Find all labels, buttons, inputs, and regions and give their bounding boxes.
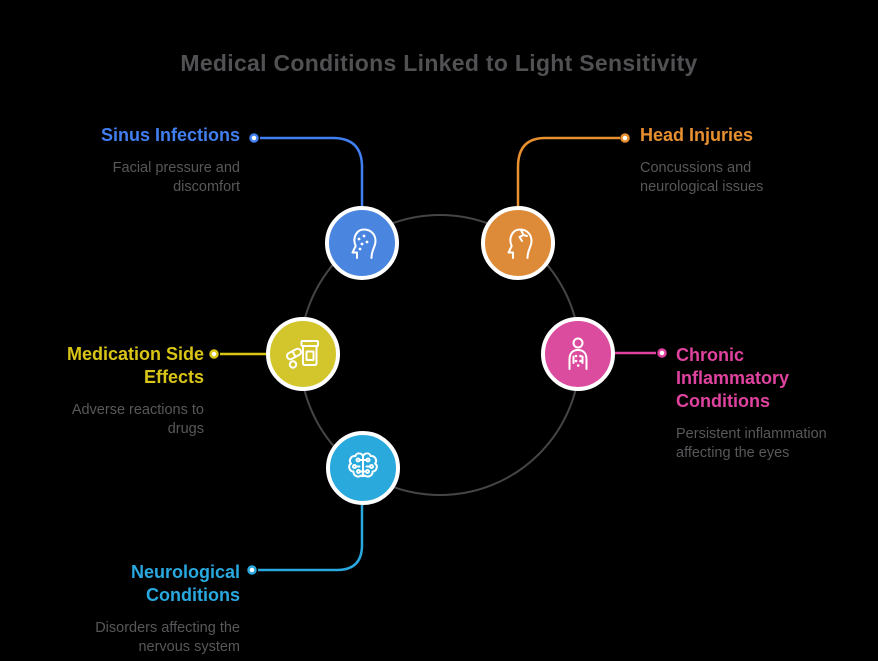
head-injuries-label: Head Injuries — [640, 125, 754, 145]
label-block-neurological-conditions: Neurological Conditions Disorders affect… — [65, 561, 240, 657]
medication-connector-dot — [209, 349, 219, 359]
node-neurological-conditions — [326, 431, 400, 505]
neurological-conditions-description: Disorders affecting the nervous system — [95, 620, 240, 655]
inflammation-body-icon — [568, 337, 588, 370]
head-injuries-connector-line — [516, 136, 620, 210]
sinus-connector-line — [260, 136, 364, 210]
node-medication-side-effects — [266, 317, 340, 391]
head-injuries-connector-dot — [620, 133, 630, 143]
chronic-connector-dot — [657, 348, 667, 358]
chronic-inflammatory-description: Persistent inflammation affecting the ey… — [676, 426, 827, 461]
neurological-connector-dot — [247, 565, 257, 575]
neurological-connector-line — [258, 502, 364, 572]
label-block-medication-side-effects: Medication Side Effects Adverse reaction… — [44, 343, 204, 439]
label-block-head-injuries: Head Injuries Concussions and neurologic… — [640, 124, 800, 197]
neurological-conditions-label: Neurological Conditions — [130, 562, 240, 605]
page-title: Medical Conditions Linked to Light Sensi… — [180, 50, 698, 76]
head-injury-icon — [507, 228, 533, 259]
medication-side-effects-label: Medication Side Effects — [66, 344, 204, 387]
label-block-sinus-infections: Sinus Infections Facial pressure and dis… — [90, 124, 240, 197]
node-head-injuries — [481, 206, 555, 280]
head-injuries-description: Concussions and neurological issues — [640, 160, 764, 195]
chronic-inflammatory-label: Chronic Inflammatory Conditions — [676, 345, 790, 411]
node-chronic-inflammatory-conditions — [541, 317, 615, 391]
node-sinus-infections — [325, 206, 399, 280]
brain-circuit-icon — [348, 452, 378, 478]
medication-pills-icon — [286, 340, 319, 369]
label-block-chronic-inflammatory: Chronic Inflammatory Conditions Persiste… — [676, 344, 851, 463]
sinus-connector-dot — [249, 133, 259, 143]
sinus-infections-description: Facial pressure and discomfort — [112, 160, 240, 195]
medication-side-effects-description: Adverse reactions to drugs — [71, 402, 204, 437]
sinus-infections-label: Sinus Infections — [100, 125, 240, 145]
sinus-head-icon — [351, 228, 377, 259]
